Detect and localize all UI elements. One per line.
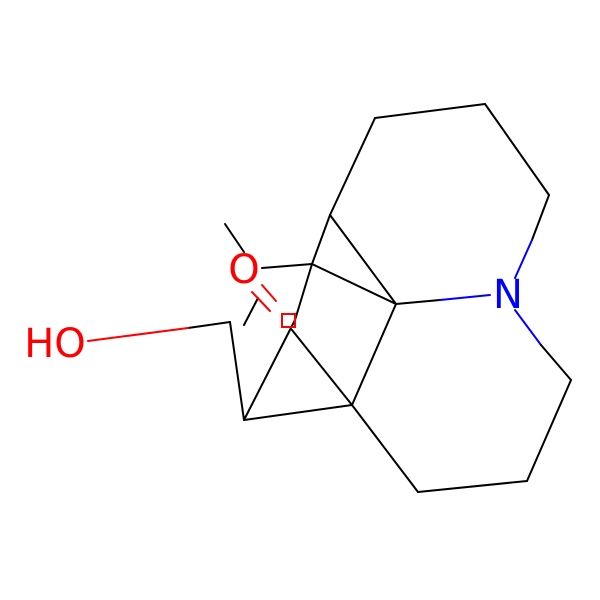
bond bbox=[294, 263, 313, 321]
bond bbox=[417, 480, 528, 493]
bond bbox=[243, 319, 296, 421]
bond bbox=[374, 103, 486, 119]
bond bbox=[261, 284, 277, 302]
bond bbox=[395, 299, 441, 305]
bond bbox=[243, 404, 353, 421]
bond bbox=[311, 263, 397, 305]
bond bbox=[329, 117, 376, 216]
bond bbox=[251, 291, 271, 312]
heteroatom-bonds bbox=[87, 194, 572, 381]
bond bbox=[87, 327, 189, 342]
oxygen-atom-label: O bbox=[228, 247, 259, 293]
bond bbox=[224, 223, 245, 253]
bond bbox=[229, 321, 245, 421]
hydroxyl-atom-label: HO bbox=[24, 321, 86, 367]
bond bbox=[261, 263, 313, 269]
bond bbox=[329, 214, 397, 305]
bond bbox=[439, 294, 491, 301]
bond bbox=[351, 303, 397, 406]
carbon-bonds bbox=[187, 103, 572, 493]
bond bbox=[187, 321, 231, 329]
bond bbox=[526, 379, 572, 482]
bond bbox=[243, 297, 259, 326]
bond bbox=[484, 103, 550, 196]
bond bbox=[291, 329, 353, 406]
bond bbox=[531, 194, 550, 241]
bond bbox=[351, 404, 419, 493]
bond bbox=[311, 214, 331, 265]
bond bbox=[540, 344, 572, 381]
bond bbox=[281, 313, 296, 328]
bond bbox=[514, 309, 542, 346]
nitrogen-atom-label: N bbox=[493, 272, 523, 318]
bond bbox=[514, 239, 533, 279]
